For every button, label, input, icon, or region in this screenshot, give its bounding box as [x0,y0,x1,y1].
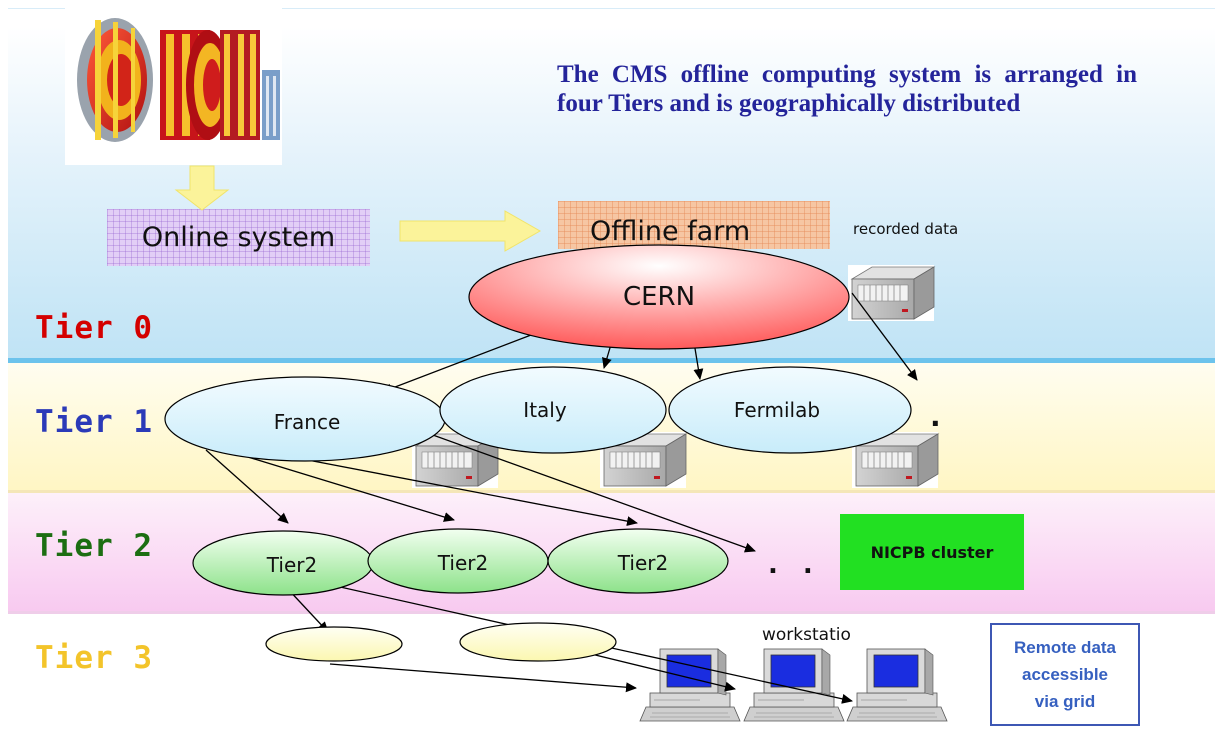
offline-farm-box: Offline farm [558,201,830,249]
nicpb-cluster-box: NICPB cluster [840,514,1024,590]
tier2-label-b: Tier2 [437,551,489,575]
workstation-icon-2 [743,648,845,722]
workstation-icon-1 [639,648,741,722]
tier2-label-a: Tier2 [266,553,318,577]
france-label: France [273,410,341,434]
down-flow-arrow [174,165,230,211]
tier2-separator [8,611,1215,614]
tier1-label: Tier 1 [35,404,153,440]
italy-label: Italy [523,398,567,422]
cms-detector-image [65,0,282,165]
connection-arrows [205,292,918,704]
tier3-node-a [265,626,403,662]
tier0-label: Tier 0 [35,310,153,346]
italy-node [439,366,667,454]
headline-text: The CMS offline computing system is arra… [557,61,1137,117]
cern-label: CERN [622,282,696,312]
fermilab-node [668,366,912,454]
cern-server-icon [847,264,935,322]
tier2-node-c [547,528,729,594]
recorded-data-label: recorded data [853,220,959,234]
tier2-label-c: Tier2 [617,551,669,575]
workstation-icon-3 [846,648,948,722]
fermilab-label: Fermilab [733,398,821,422]
tier2-label: Tier 2 [35,528,153,564]
workstation-label: workstatio [762,625,851,642]
tier3-label: Tier 3 [35,640,153,676]
right-flow-arrow [399,210,542,252]
online-system-box: Online system [107,209,370,266]
offline-farm-label: Offline farm [590,216,751,247]
cern-node [468,244,850,350]
tier3-node-b [459,622,617,662]
tier1-separator [8,490,1215,493]
tier2-more-marker: . . . [768,550,856,580]
remote-data-box: Remote data accessible via grid [990,623,1140,726]
tier1-more-marker: . [930,400,941,433]
